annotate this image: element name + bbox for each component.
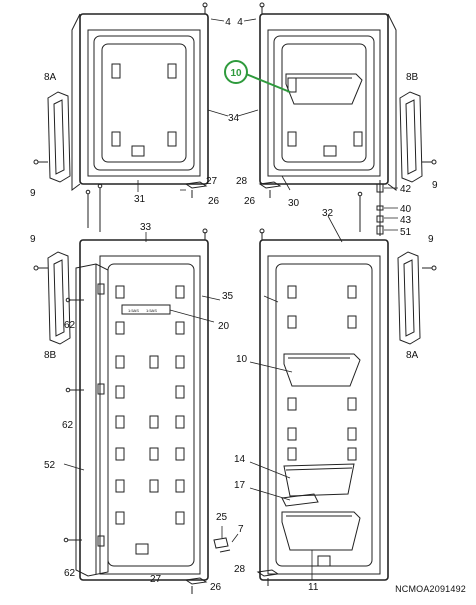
bottom-bin-11 — [281, 511, 361, 551]
label-28-top: 28 — [236, 176, 248, 187]
handle-8b-bottom-left — [47, 251, 71, 345]
label-34: 34 — [228, 113, 240, 124]
label-35: 35 — [222, 291, 234, 302]
label-30: 30 — [288, 198, 300, 209]
label-31: 31 — [134, 194, 146, 205]
label-26-top-right: 26 — [244, 196, 256, 207]
label-28-bottom: 28 — [234, 564, 246, 575]
label-26-bottom: 26 — [210, 582, 222, 593]
label-40: 40 — [400, 204, 412, 215]
highlight-callout-10 — [224, 60, 291, 93]
door-shelf-top-highlighted — [285, 73, 363, 105]
drawing-code: NCMOA2091492 — [395, 584, 466, 594]
label-8a-top: 8A — [44, 72, 57, 83]
bottom-right-door — [259, 239, 389, 581]
label-4-left: 4 — [225, 17, 231, 28]
control-panel-text-a: 1:5AS — [128, 308, 139, 313]
label-8a-bottom: 8A — [406, 350, 419, 361]
top-left-door — [71, 13, 209, 191]
handle-8a-bottom-right — [397, 251, 421, 345]
label-42: 42 — [400, 184, 412, 195]
label-27-bottom: 27 — [150, 574, 162, 585]
door-shelf-10 — [283, 353, 361, 387]
label-4-right: 4 — [237, 17, 243, 28]
side-trim-52 — [75, 263, 109, 577]
top-right-door — [259, 13, 397, 191]
control-panel-text-b: 1:5AS — [146, 308, 157, 313]
label-9-mid-left: 9 — [30, 234, 36, 245]
label-51: 51 — [400, 227, 412, 238]
label-27-top: 27 — [206, 176, 218, 187]
label-14: 14 — [234, 454, 246, 465]
label-9-top-left: 9 — [30, 188, 36, 199]
label-20: 20 — [218, 321, 230, 332]
label-33: 33 — [140, 222, 152, 233]
door-shelf-14 — [283, 463, 355, 497]
label-17: 17 — [234, 480, 246, 491]
label-8b-top: 8B — [406, 72, 419, 83]
label-26-top-left: 26 — [208, 196, 220, 207]
handle-8b-top-right — [399, 91, 423, 183]
label-10-highlight: 10 — [230, 68, 242, 79]
bottom-left-door — [79, 239, 209, 581]
label-62-mid: 62 — [62, 420, 74, 431]
shelf-divider-17 — [281, 493, 319, 507]
label-62-bottom: 62 — [64, 568, 76, 579]
label-9-top-right: 9 — [432, 180, 438, 191]
label-52: 52 — [44, 460, 56, 471]
label-10: 10 — [236, 354, 248, 365]
handle-8a-top-left — [47, 91, 71, 183]
label-7: 7 — [238, 524, 244, 535]
label-8b-bottom: 8B — [44, 350, 57, 361]
label-9-mid-right: 9 — [428, 234, 434, 245]
label-43: 43 — [400, 215, 412, 226]
label-11: 11 — [308, 582, 319, 593]
label-32: 32 — [322, 208, 334, 219]
label-25: 25 — [216, 512, 228, 523]
label-62-top: 62 — [64, 320, 76, 331]
